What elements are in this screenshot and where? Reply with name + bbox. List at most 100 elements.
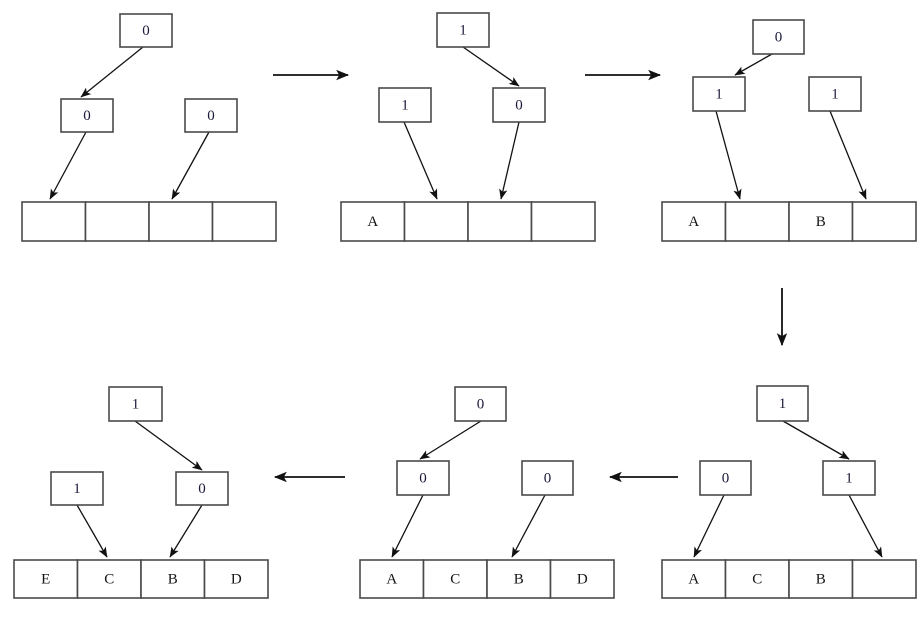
tree-node-box[interactable] [454, 386, 507, 422]
array-cell-box[interactable] [21, 201, 87, 242]
panel-3: A B 0 1 1 [661, 19, 917, 242]
tree-node[interactable]: 1 [108, 386, 163, 422]
array-cell[interactable]: A [661, 559, 727, 599]
tree-node-box[interactable] [60, 98, 114, 133]
array-cell[interactable] [21, 201, 87, 242]
array-cell[interactable]: D [203, 559, 269, 599]
tree-node[interactable]: 1 [808, 76, 862, 112]
array-cell-box[interactable] [486, 559, 552, 599]
tree-node-box[interactable] [184, 98, 238, 133]
array-cell-box[interactable] [422, 559, 488, 599]
tree-node-label: 0 [775, 29, 783, 45]
tree-edge [462, 46, 520, 87]
array-cell[interactable] [84, 201, 150, 242]
tree-node[interactable]: 0 [396, 460, 450, 496]
tree-node[interactable]: 1 [692, 76, 746, 112]
array-cell-label: B [816, 214, 826, 230]
tree-node-box[interactable] [808, 76, 862, 112]
array-cell-label: A [367, 214, 378, 230]
array-cell[interactable]: C [422, 559, 488, 599]
tree-edge [171, 131, 210, 200]
array-cell-box[interactable] [76, 559, 142, 599]
array-cell-box[interactable] [661, 559, 727, 599]
array-cell-box[interactable] [724, 559, 790, 599]
array-cell-box[interactable] [549, 559, 615, 599]
tree-node[interactable]: 1 [50, 471, 104, 506]
array-cell[interactable]: B [788, 201, 854, 242]
array-cell-box[interactable] [530, 201, 596, 242]
tree-node-box[interactable] [692, 76, 746, 112]
array-cell-box[interactable] [359, 559, 425, 599]
tree-node[interactable]: 1 [756, 385, 809, 422]
array-cell[interactable]: B [486, 559, 552, 599]
tree-node[interactable]: 0 [699, 460, 752, 496]
tree-node[interactable]: 1 [822, 460, 876, 496]
array-cell[interactable]: B [140, 559, 206, 599]
tree-node-box[interactable] [108, 386, 163, 422]
tree-node-box[interactable] [492, 87, 546, 123]
tree-node-box[interactable] [119, 13, 173, 48]
array-cell-box[interactable] [724, 201, 790, 242]
tree-node[interactable]: 0 [175, 471, 229, 506]
array-cell[interactable] [211, 201, 277, 242]
array-cell-box[interactable] [140, 559, 206, 599]
tree-node[interactable]: 0 [119, 13, 173, 48]
tree-node-label: 0 [142, 23, 150, 39]
tree-node[interactable]: 1 [378, 87, 432, 123]
array-cell-box[interactable] [211, 201, 277, 242]
tree-edge [499, 121, 520, 200]
tree-node[interactable]: 0 [752, 19, 805, 55]
array-cell[interactable] [467, 201, 533, 242]
tree-node[interactable]: 0 [521, 460, 574, 496]
tree-node-box[interactable] [50, 471, 104, 506]
tree-node-box[interactable] [436, 12, 490, 48]
tree-node-box[interactable] [822, 460, 876, 496]
tree-edge [848, 494, 883, 558]
array-cell[interactable] [724, 201, 790, 242]
array-cell-label: C [752, 571, 762, 587]
array-cell[interactable] [403, 201, 469, 242]
tree-node[interactable]: 0 [454, 386, 507, 422]
tree-node-box[interactable] [699, 460, 752, 496]
tree-node-label: 0 [544, 470, 552, 486]
array-cell[interactable]: D [549, 559, 615, 599]
array-cell-box[interactable] [403, 201, 469, 242]
array-cell[interactable]: E [13, 559, 79, 599]
array-cell-box[interactable] [148, 201, 214, 242]
array-cell-box[interactable] [84, 201, 150, 242]
tree-node-box[interactable] [756, 385, 809, 422]
array-cell-box[interactable] [851, 559, 917, 599]
array-cell-box[interactable] [661, 201, 727, 242]
array-cell-box[interactable] [788, 201, 854, 242]
tree-node-label: 0 [515, 97, 523, 113]
tree-node[interactable]: 0 [184, 98, 238, 133]
tree-node-label: 1 [401, 97, 409, 113]
array-cell[interactable] [851, 201, 917, 242]
array-cell-box[interactable] [851, 201, 917, 242]
tree-node-box[interactable] [378, 87, 432, 123]
array-cell[interactable]: A [661, 201, 727, 242]
array-cell-box[interactable] [467, 201, 533, 242]
tree-node-label: 0 [722, 470, 730, 486]
array-cell[interactable] [530, 201, 596, 242]
tree-node-box[interactable] [752, 19, 805, 55]
tree-node[interactable]: 0 [60, 98, 114, 133]
tree-node-label: 1 [831, 86, 839, 102]
tree-edge [76, 504, 108, 558]
array-cell[interactable]: B [788, 559, 854, 599]
array-cell[interactable]: A [340, 201, 406, 242]
tree-node-box[interactable] [521, 460, 574, 496]
array-cell[interactable]: C [724, 559, 790, 599]
array-cell[interactable] [851, 559, 917, 599]
array-cell-box[interactable] [203, 559, 269, 599]
tree-node-box[interactable] [396, 460, 450, 496]
tree-node-box[interactable] [175, 471, 229, 506]
array-cell[interactable]: A [359, 559, 425, 599]
array-cell[interactable] [148, 201, 214, 242]
tree-node[interactable]: 1 [436, 12, 490, 48]
array-cell-label: B [168, 571, 178, 587]
array-cell[interactable]: C [76, 559, 142, 599]
tree-node[interactable]: 0 [492, 87, 546, 123]
